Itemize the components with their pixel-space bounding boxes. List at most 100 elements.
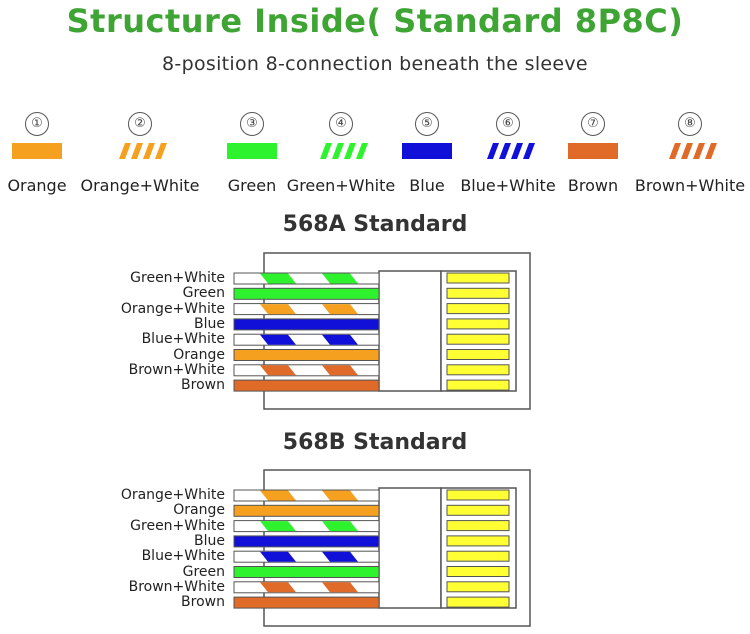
- legend-label: Brown: [567, 176, 619, 195]
- legend-swatch-stripe: [356, 143, 368, 159]
- wire-stripe: [260, 582, 296, 593]
- pin-contact: [446, 364, 510, 376]
- pin-contact: [446, 504, 510, 516]
- legend-swatch: [568, 143, 618, 159]
- pin-contact: [446, 489, 510, 501]
- pin-contact: [446, 379, 510, 391]
- legend-swatch: [12, 143, 62, 159]
- legend-label: Green: [227, 176, 277, 195]
- legend-label: Blue: [409, 176, 445, 195]
- standard-568b-title: 568B Standard: [282, 430, 468, 455]
- pin-contact: [446, 287, 510, 299]
- pin-contact: [446, 303, 510, 315]
- pin-contact: [446, 272, 510, 284]
- legend-swatch-stripe: [332, 143, 344, 159]
- wire-label: Blue: [194, 315, 225, 332]
- legend-number: ⑧: [678, 112, 702, 136]
- legend-swatch-stripe: [344, 143, 356, 159]
- wire-stripe: [260, 551, 296, 562]
- legend-swatch-stripe: [705, 143, 717, 159]
- wire-stripe: [322, 551, 358, 562]
- wire-stripe: [260, 490, 296, 501]
- wire-label: Green+White: [130, 517, 225, 534]
- page-subtitle: 8-position 8-connection beneath the slee…: [162, 53, 588, 75]
- wire: [233, 596, 380, 609]
- legend-number: ①: [25, 112, 49, 136]
- legend-number: ⑦: [581, 112, 605, 136]
- wire-label: Blue+White: [141, 548, 225, 565]
- pin-contact: [446, 596, 510, 608]
- wire-label: Orange+White: [120, 300, 225, 317]
- legend-label: Green+White: [286, 176, 396, 195]
- wire-stripe: [322, 490, 358, 501]
- page-title: Structure Inside( Standard 8P8C): [66, 2, 684, 40]
- wire-label: Orange: [173, 502, 225, 519]
- wire: [233, 520, 380, 533]
- wire-label: Brown+White: [128, 578, 225, 595]
- wire-label: Orange: [173, 346, 225, 363]
- wire: [233, 303, 380, 316]
- wire-label: Blue: [194, 532, 225, 549]
- legend-swatch-stripe: [693, 143, 705, 159]
- wire-label: Brown: [181, 594, 225, 611]
- wire: [233, 504, 380, 517]
- wire-stripe: [260, 273, 296, 284]
- wire-label: Green: [182, 285, 225, 302]
- wire: [233, 364, 380, 377]
- connector-clip: [378, 270, 442, 392]
- wire-stripe: [260, 304, 296, 315]
- legend-label: Orange: [7, 176, 67, 195]
- legend-number: ②: [128, 112, 152, 136]
- legend-number: ③: [240, 112, 264, 136]
- legend-swatch-stripe: [155, 143, 167, 159]
- wire: [233, 333, 380, 346]
- legend-swatch-stripe: [320, 143, 332, 159]
- wire-label: Brown+White: [128, 361, 225, 378]
- legend-swatch-stripe: [523, 143, 535, 159]
- wire-label: Brown: [181, 377, 225, 394]
- wire-stripe: [260, 521, 296, 532]
- wire-stripe: [322, 334, 358, 345]
- wire: [233, 489, 380, 502]
- pin-contact: [446, 550, 510, 562]
- wire-label: Green+White: [130, 270, 225, 286]
- pin-contact: [446, 349, 510, 360]
- legend-swatch-stripe: [487, 143, 499, 159]
- legend-swatch-stripe: [681, 143, 693, 159]
- wire: [233, 581, 380, 594]
- wire: [233, 566, 380, 578]
- legend-swatch-stripe: [499, 143, 511, 159]
- wire: [233, 535, 380, 548]
- legend-swatch-stripe: [511, 143, 523, 159]
- wire-stripe: [322, 273, 358, 284]
- legend-swatch-stripe: [119, 143, 131, 159]
- connector-clip: [378, 487, 442, 609]
- legend-number: ⑥: [496, 112, 520, 136]
- wire-stripe: [322, 365, 358, 376]
- pin-contact: [446, 333, 510, 345]
- legend-number: ⑤: [415, 112, 439, 136]
- legend-swatch: [402, 143, 452, 159]
- wire-stripe: [322, 304, 358, 315]
- pin-contact: [446, 535, 510, 547]
- legend-swatch: [227, 143, 277, 159]
- pin-contact: [446, 581, 510, 593]
- pin-contact: [446, 520, 510, 532]
- wire: [233, 272, 380, 285]
- wire-stripe: [260, 334, 296, 345]
- pin-contact: [446, 318, 510, 330]
- wire-stripe: [322, 582, 358, 593]
- wire-label: Green: [182, 563, 225, 580]
- wire-label: Orange+White: [120, 487, 225, 503]
- wire: [233, 550, 380, 563]
- wire: [233, 318, 380, 331]
- wire: [233, 379, 380, 392]
- wire: [233, 287, 380, 300]
- legend-label: Blue+White: [460, 176, 556, 195]
- wire: [233, 349, 380, 361]
- legend-swatch-stripe: [669, 143, 681, 159]
- wire-stripe: [322, 521, 358, 532]
- standard-568a-title: 568A Standard: [282, 212, 468, 237]
